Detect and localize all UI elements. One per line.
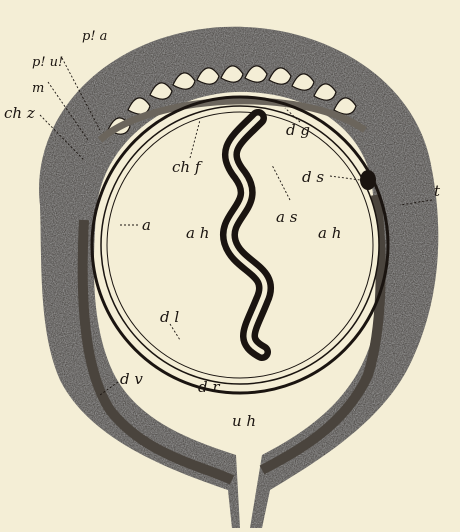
label-t: t (434, 182, 441, 200)
label-pl-u: p! u! (32, 55, 63, 70)
label-a: a (142, 216, 151, 234)
label-d-s: d s (302, 168, 324, 186)
label-d-l: d l (160, 308, 179, 326)
label-u-h: u h (232, 412, 256, 430)
label-pl-a: p! a (82, 29, 107, 44)
label-m: m (32, 81, 44, 96)
yolk-sac-dot (360, 170, 376, 190)
label-a-h-left: a h (186, 224, 209, 242)
label-d-v: d v (120, 370, 143, 388)
label-a-h-right: a h (318, 224, 341, 242)
label-a-s: a s (276, 208, 298, 226)
label-ch-z: ch z (4, 104, 35, 122)
label-d-g: d g (286, 121, 310, 139)
label-ch-f: ch f (172, 158, 203, 176)
label-d-r: d r (198, 378, 220, 396)
